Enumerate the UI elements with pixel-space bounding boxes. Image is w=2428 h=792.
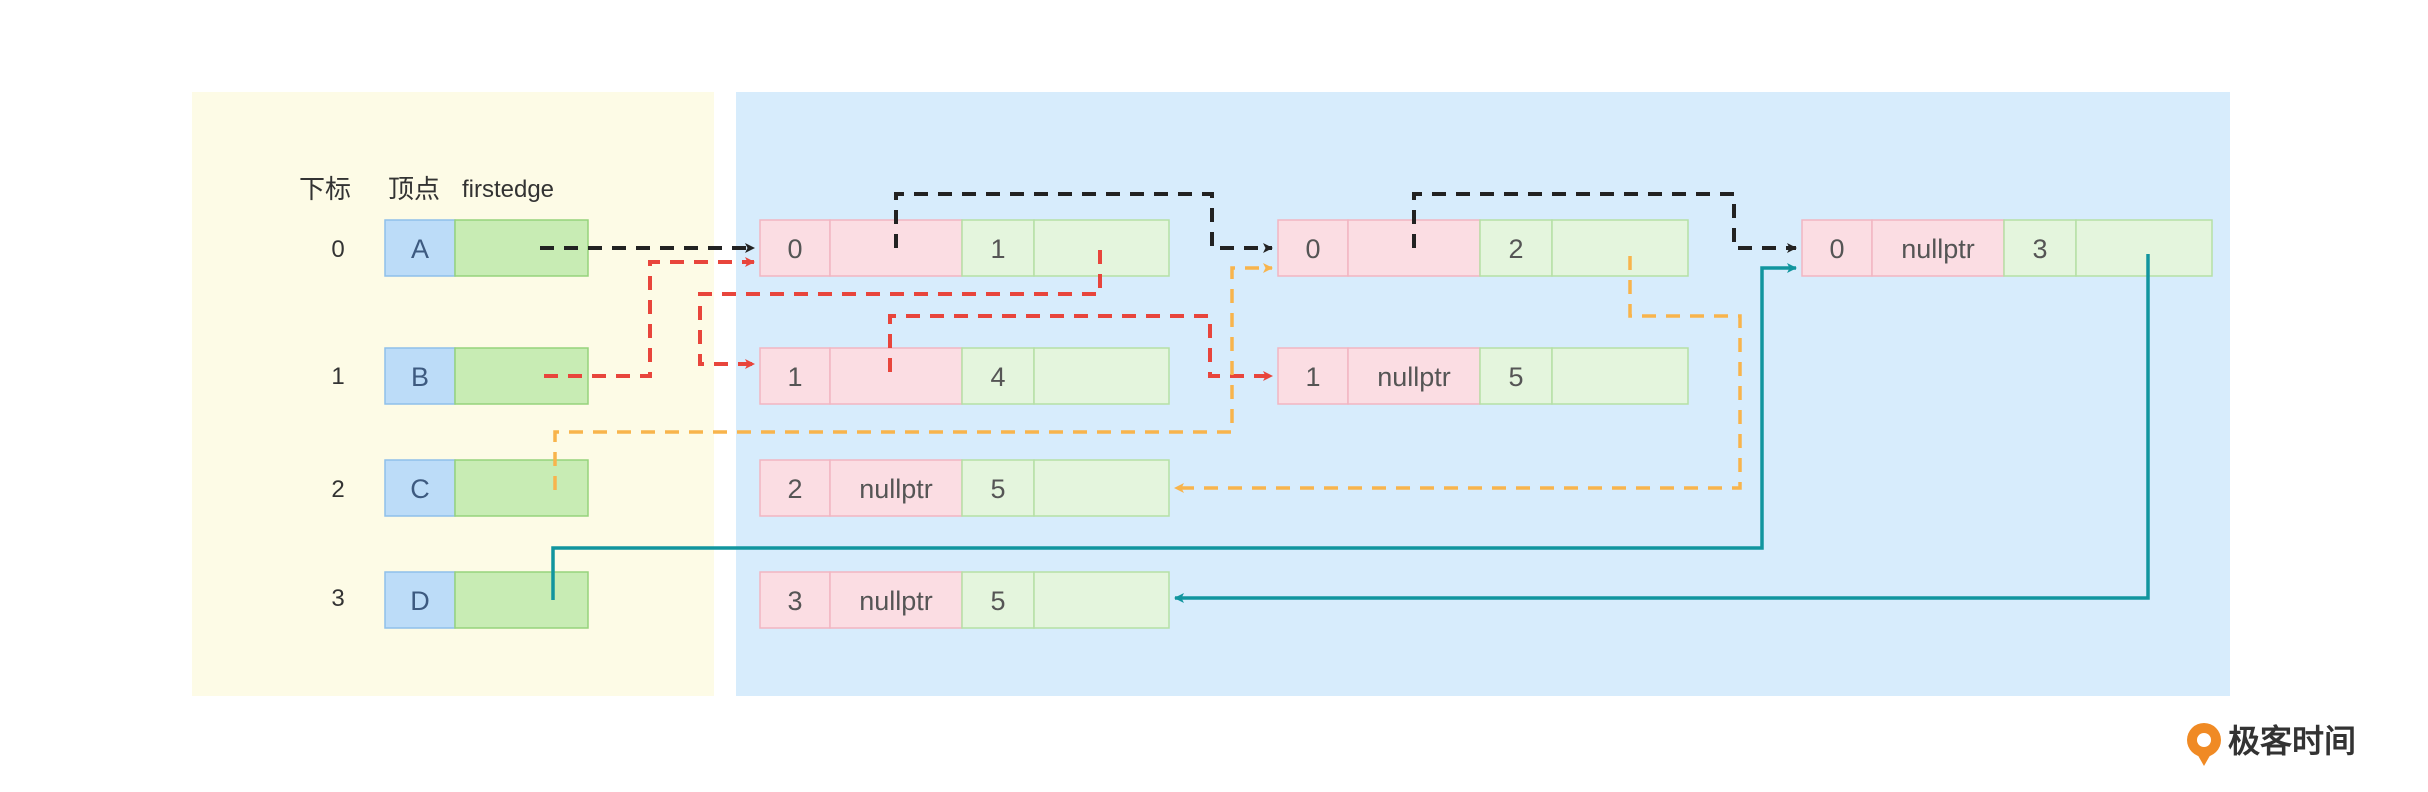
vertex-label: D	[410, 586, 430, 616]
edge-from: 0	[1829, 234, 1844, 264]
arrow-teal-g0-to-d3	[1174, 254, 2150, 603]
arrow-orange-e0-to-c2	[1174, 256, 1742, 493]
vertex-row-2: 2 C	[331, 459, 589, 517]
firstedge-cell	[454, 347, 589, 405]
vertex-label: A	[411, 234, 429, 264]
edge-node-f1: 1 nullptr 5	[1277, 347, 1689, 405]
vertex-label: B	[411, 362, 429, 392]
arrow-red-a0-to-b1	[698, 250, 1102, 369]
edge-to: 1	[990, 234, 1005, 264]
firstedge-cell	[454, 571, 589, 629]
edge-node-e0: 0 2	[1277, 219, 1689, 277]
vertex-cell	[384, 459, 456, 517]
arrow-orange-c-to-e0	[553, 263, 1273, 490]
edge-node-d3: 3 nullptr 5	[759, 571, 1170, 629]
arrow-red-b-to-a0	[544, 257, 755, 378]
vertex-index: 1	[331, 363, 344, 390]
vertex-index: 3	[331, 585, 344, 612]
logo-icon	[2187, 723, 2221, 766]
edge-node-b1: 1 4	[759, 347, 1170, 405]
edge-node-g0: 0 nullptr 3	[1801, 219, 2213, 277]
arrow-red-b1-to-f1	[888, 314, 1273, 381]
edge-from: 2	[787, 474, 802, 504]
edge-from: 1	[1305, 362, 1320, 392]
edge-to: 5	[1508, 362, 1523, 392]
header-vertex: 顶点	[388, 174, 440, 204]
header-index: 下标	[299, 174, 351, 204]
brand-name: 极客时间	[2228, 722, 2356, 760]
edge-from: 0	[787, 234, 802, 264]
vertex-row-3: 3 D	[331, 571, 589, 629]
edge-to: 5	[990, 474, 1005, 504]
edge-to: 3	[2032, 234, 2047, 264]
edge-next: nullptr	[859, 586, 933, 616]
arrow-black-a0-to-e0	[894, 192, 1273, 253]
vertex-index: 2	[331, 476, 344, 503]
edge-to: 5	[990, 586, 1005, 616]
vertex-index: 0	[331, 236, 344, 263]
vertex-cell	[384, 571, 456, 629]
brand-logo: 极客时间	[2187, 722, 2356, 766]
firstedge-cell	[454, 459, 589, 517]
edge-to: 2	[1508, 234, 1523, 264]
edge-node-c2: 2 nullptr 5	[759, 459, 1170, 517]
edge-to: 4	[990, 362, 1005, 392]
edge-from: 0	[1305, 234, 1320, 264]
edge-next: nullptr	[1377, 362, 1451, 392]
header-firstedge: firstedge	[462, 176, 554, 203]
arrow-teal-d-to-g0	[551, 263, 1797, 600]
vertex-label: C	[410, 474, 430, 504]
edge-from: 1	[787, 362, 802, 392]
arrow-black-e0-to-g0	[1412, 192, 1797, 253]
edge-next: nullptr	[859, 474, 933, 504]
edge-node-a0: 0 1	[759, 219, 1170, 277]
edge-next: nullptr	[1901, 234, 1975, 264]
edge-from: 3	[787, 586, 802, 616]
vertex-row-1: 1 B	[331, 347, 589, 405]
